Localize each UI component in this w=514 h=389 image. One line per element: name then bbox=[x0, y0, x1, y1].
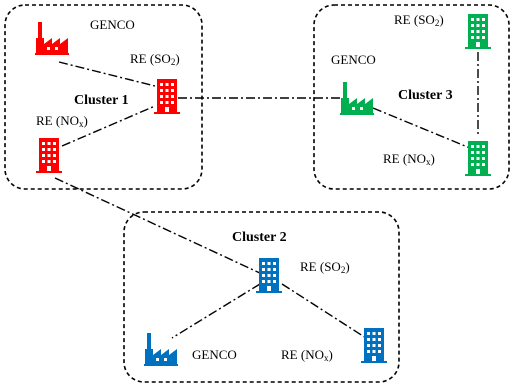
cluster-2-boundary bbox=[123, 211, 400, 383]
building-icon bbox=[465, 141, 491, 176]
c1-re-nox-label: RE (NOx) bbox=[36, 113, 88, 129]
c3-genco-label: GENCO bbox=[331, 52, 376, 67]
building-icon bbox=[154, 79, 180, 114]
factory-icon bbox=[35, 22, 69, 55]
cluster-3-boundary bbox=[313, 4, 510, 190]
c2-title: Cluster 2 bbox=[232, 230, 287, 245]
link-c1-c2 bbox=[54, 177, 263, 275]
c3-title: Cluster 3 bbox=[398, 88, 453, 103]
c1-title: Cluster 1 bbox=[74, 93, 129, 108]
link-c2-so2-nox bbox=[281, 283, 367, 339]
c3-re-nox-label: RE (NOx) bbox=[383, 151, 435, 167]
c2-genco-label: GENCO bbox=[192, 347, 237, 362]
link-c3-genco-nox bbox=[372, 107, 471, 149]
c1-re-so2-label: RE (SO2) bbox=[130, 51, 180, 67]
building-icon bbox=[256, 258, 282, 293]
c3-re-so2-label: RE (SO2) bbox=[394, 12, 444, 28]
building-icon bbox=[465, 14, 491, 49]
building-icon bbox=[361, 328, 387, 363]
cluster-1-boundary bbox=[4, 4, 203, 190]
building-icon bbox=[36, 138, 62, 173]
c2-re-nox-label: RE (NOx) bbox=[281, 347, 333, 363]
c1-genco-label: GENCO bbox=[90, 17, 135, 32]
c2-re-so2-label: RE (SO2) bbox=[300, 259, 350, 275]
factory-icon bbox=[340, 82, 374, 115]
link-c2-so2-genco bbox=[171, 283, 261, 339]
